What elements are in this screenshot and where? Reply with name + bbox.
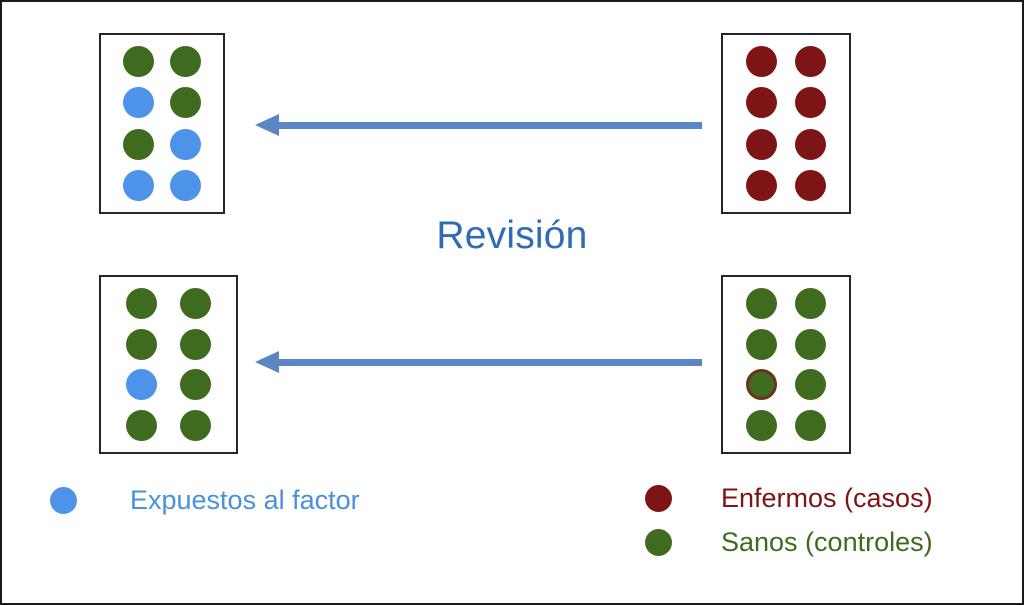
- legend-label-cases: Enfermos (casos): [721, 483, 933, 513]
- dot-green: [795, 287, 826, 319]
- controls-box: [721, 275, 851, 454]
- dot-blue: [126, 369, 158, 401]
- arrow-head-left-icon: [255, 351, 279, 373]
- dot-green: [126, 410, 158, 442]
- dot-blue: [123, 169, 154, 201]
- arrow-head-left-icon: [255, 114, 279, 136]
- dot-green: [179, 369, 211, 401]
- dot-red: [746, 128, 777, 160]
- dot-green: [179, 410, 211, 442]
- dot-blue: [170, 128, 201, 160]
- dot-green-outlined: [746, 369, 777, 401]
- dot-red: [795, 87, 826, 119]
- arrow-controls-to-exposed: [255, 351, 702, 373]
- legend-item-exposed: Expuestos al factor: [50, 485, 360, 516]
- legend-label-exposed: Expuestos al factor: [130, 485, 360, 515]
- exposed-cases-box: [99, 33, 225, 214]
- arrow-cases-to-exposed: [255, 114, 702, 136]
- dot-green: [746, 287, 777, 319]
- dot-green: [123, 46, 154, 78]
- dot-red: [746, 46, 777, 78]
- dot-green: [126, 287, 158, 319]
- legend-swatch-blue-icon: [50, 487, 77, 514]
- exposed-controls-box: [99, 275, 238, 454]
- dot-green: [170, 46, 201, 78]
- arrow-shaft: [277, 122, 702, 129]
- cases-box: [721, 33, 851, 214]
- dot-red: [795, 128, 826, 160]
- arrow-shaft: [277, 359, 702, 366]
- dot-green: [126, 328, 158, 360]
- legend-item-controls: Sanos (controles): [645, 527, 933, 558]
- dot-red: [795, 46, 826, 78]
- dot-green: [795, 369, 826, 401]
- dot-green: [170, 87, 201, 119]
- legend-swatch-red-icon: [645, 485, 672, 512]
- dot-green: [795, 410, 826, 442]
- dot-green: [179, 328, 211, 360]
- dot-red: [746, 169, 777, 201]
- dot-green: [746, 328, 777, 360]
- dot-blue: [170, 169, 201, 201]
- diagram-title: Revisión: [436, 214, 588, 257]
- dot-red: [795, 169, 826, 201]
- legend-label-controls: Sanos (controles): [721, 527, 933, 557]
- dot-green: [179, 287, 211, 319]
- dot-blue: [123, 87, 154, 119]
- legend-swatch-green-icon: [645, 529, 672, 556]
- dot-red: [746, 87, 777, 119]
- dot-green: [123, 128, 154, 160]
- dot-green: [746, 410, 777, 442]
- dot-green: [795, 328, 826, 360]
- legend-item-cases: Enfermos (casos): [645, 483, 933, 514]
